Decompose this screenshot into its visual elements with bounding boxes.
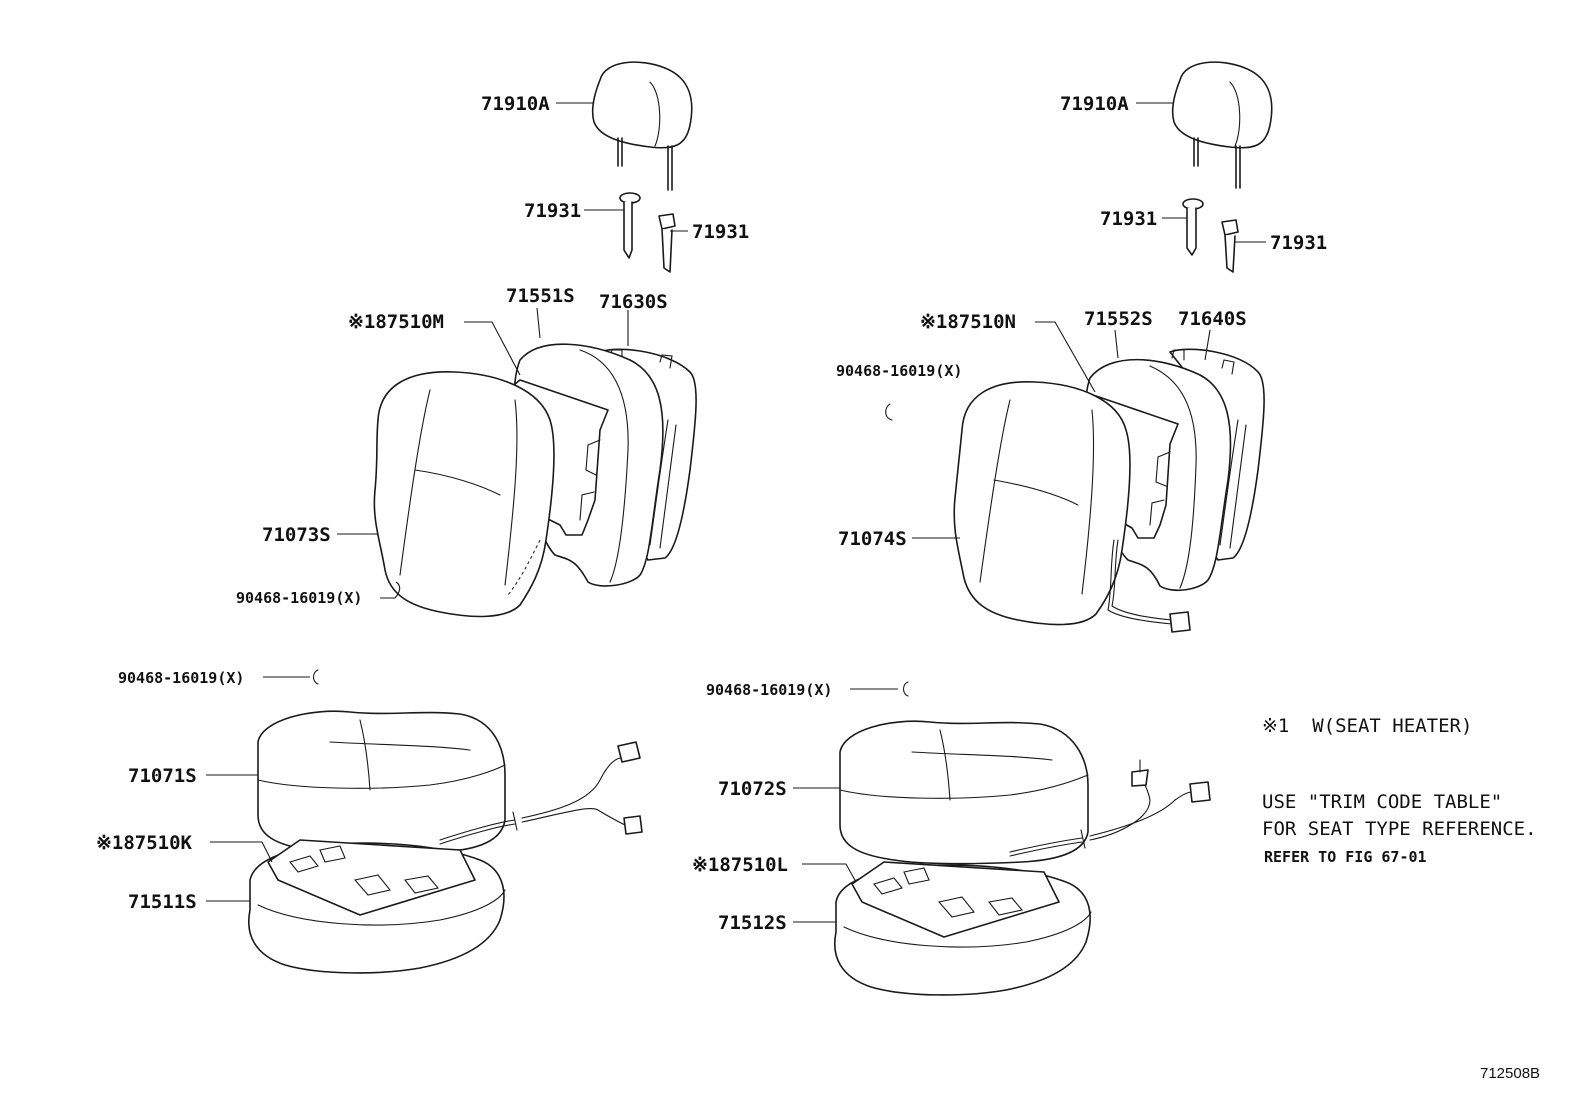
note-trim-code-line2: FOR SEAT TYPE REFERENCE.	[1262, 818, 1537, 840]
figure-id: 712508B	[1480, 1065, 1540, 1082]
right-headrest-label: 71910A	[1060, 93, 1129, 115]
left-headrest	[591, 61, 693, 191]
right-headrest-support-b	[1221, 219, 1239, 273]
right-support-a-label: 71931	[1100, 208, 1157, 230]
left-leader-lines	[206, 102, 688, 902]
left-headrest-support-a	[619, 192, 641, 259]
right-back-cover-label: 71074S	[838, 528, 907, 550]
right-cushion-cover	[839, 720, 1089, 865]
right-back-clip	[885, 403, 893, 421]
right-back-clip-label: 90468-16019(X)	[836, 362, 962, 380]
left-cushion-heater-mat	[267, 839, 476, 916]
left-back-frame-label: 71630S	[599, 291, 668, 313]
right-cushion-heater-mat	[851, 861, 1060, 938]
left-back-cover-label: 71073S	[262, 524, 331, 546]
note-refer-figure: REFER TO FIG 67-01	[1264, 848, 1427, 866]
notes-block: ※1 W(SEAT HEATER) USE "TRIM CODE TABLE" …	[1262, 715, 1537, 866]
note-trim-code-line1: USE "TRIM CODE TABLE"	[1262, 791, 1502, 813]
right-back-harness	[1107, 539, 1191, 633]
right-heater-cushion-label: ※187510L	[692, 854, 788, 876]
left-back-pad-label: 71551S	[506, 285, 575, 307]
left-cushion-harness	[439, 741, 643, 845]
right-support-b-label: 71931	[1270, 232, 1327, 254]
left-support-a-label: 71931	[524, 200, 581, 222]
right-back-cover	[953, 381, 1131, 626]
right-cushion-pad-label: 71512S	[718, 912, 787, 934]
footnote-seat-heater: ※1 W(SEAT HEATER)	[1262, 715, 1472, 737]
left-back-clip-label: 90468-16019(X)	[236, 589, 362, 607]
right-seat-assembly: 71910A 71931 71931 ※187510N 71552S 71640…	[692, 61, 1327, 996]
right-heater-back-label: ※187510N	[920, 311, 1016, 333]
right-back-frame-label: 71640S	[1178, 308, 1247, 330]
left-seat-assembly: 71910A 71931 71931 ※187510M 71551S 71630…	[96, 61, 749, 974]
left-cushion-clip-label: 90468-16019(X)	[118, 669, 244, 687]
right-back-pad-label: 71552S	[1084, 308, 1153, 330]
right-leader-lines	[793, 102, 1266, 923]
right-cushion-cover-label: 71072S	[718, 778, 787, 800]
left-headrest-label: 71910A	[481, 93, 550, 115]
right-headrest	[1171, 61, 1273, 189]
right-cushion-clip-label: 90468-16019(X)	[706, 681, 832, 699]
left-support-b-label: 71931	[692, 221, 749, 243]
left-cushion-pad-label: 71511S	[128, 891, 197, 913]
left-back-cover	[373, 371, 555, 618]
left-cushion-cover-label: 71071S	[128, 765, 197, 787]
left-cushion-cover	[257, 710, 506, 855]
right-headrest-support-a	[1182, 198, 1204, 256]
right-cushion-harness	[1009, 759, 1211, 857]
left-heater-back-label: ※187510M	[348, 311, 444, 333]
left-heater-cushion-label: ※187510K	[96, 832, 193, 854]
left-headrest-support-b	[658, 213, 676, 273]
